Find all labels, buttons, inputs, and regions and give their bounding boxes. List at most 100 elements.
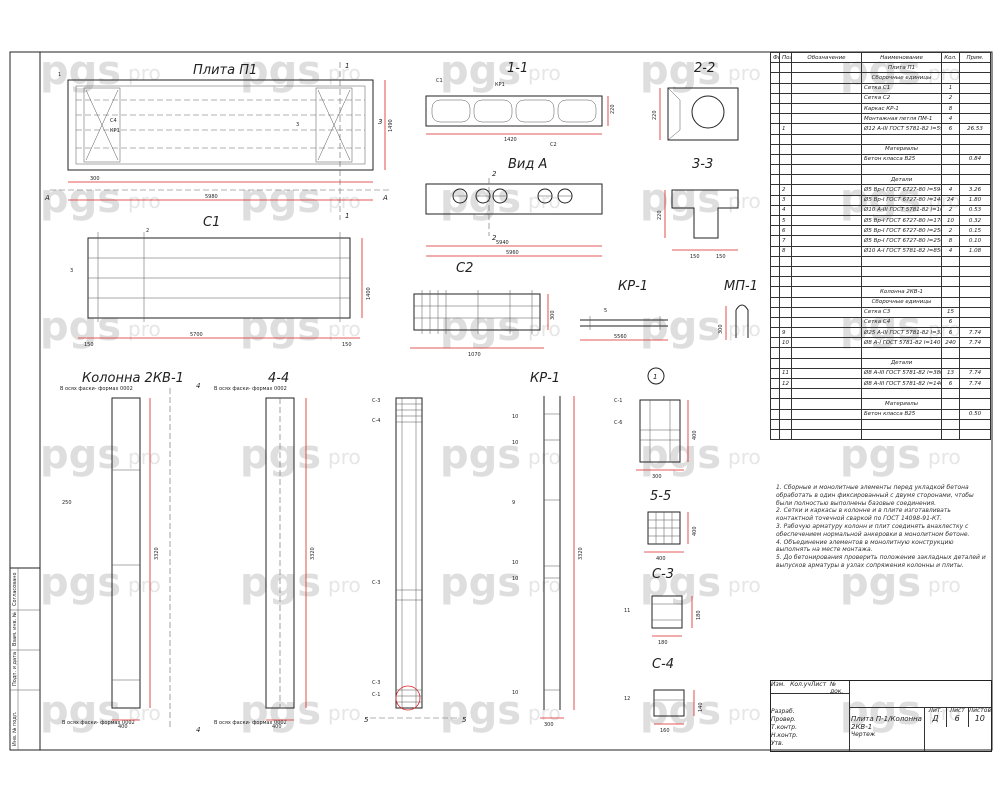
spec-cell-pos xyxy=(779,92,792,104)
spec-cell-pos xyxy=(779,102,792,115)
spec-cell-note xyxy=(959,316,991,329)
spec-cell-qty: 6 xyxy=(941,123,960,135)
spec-cell-qty: 8 xyxy=(941,235,960,247)
watermark-suffix: pro xyxy=(728,61,761,85)
spec-cell-name: Бетон класса B25 xyxy=(861,408,942,420)
spec-cell-designation xyxy=(791,408,862,420)
marker-a-left: А xyxy=(44,194,50,202)
watermark-suffix: pro xyxy=(528,189,561,213)
watermark-suffix: pro xyxy=(728,189,761,213)
spec-cell-designation xyxy=(791,306,862,318)
callout-c4-pos12: 12 xyxy=(624,696,630,702)
spec-cell-name: Каркас КР-1 xyxy=(861,102,942,115)
spec-cell-name: Ø5 Вр-I ГОСТ 6727-80 l=5940 xyxy=(861,184,942,196)
watermark-word: pgs xyxy=(40,432,121,478)
watermark-word: pgs xyxy=(640,688,721,734)
spec-cell-format xyxy=(770,377,780,390)
watermark-word: pgs xyxy=(840,560,921,606)
spec-cell-note xyxy=(959,306,991,318)
spec-cell-note xyxy=(959,174,991,186)
spec-cell-designation xyxy=(791,214,862,227)
watermark-suffix: pro xyxy=(728,317,761,341)
dim-viewa-inner: 5940 xyxy=(496,240,509,246)
spec-cell-name: Ø5 Вр-I ГОСТ 6727-80 l=170 xyxy=(861,214,942,227)
spec-cell-name xyxy=(861,133,942,145)
callout-emb-bottom: В осях фаски- формах 0002 xyxy=(62,720,135,726)
marker-1-bottom: 1 xyxy=(345,212,349,220)
spec-cell-pos: 7 xyxy=(779,235,792,247)
spec-cell-qty xyxy=(941,357,960,369)
spec-cell-pos xyxy=(779,347,792,359)
watermark-word: pgs xyxy=(440,560,521,606)
marker-2-top: 2 xyxy=(492,170,497,178)
spec-row: Материалы xyxy=(770,398,991,410)
spec-cell-designation xyxy=(791,357,862,369)
dim-kr1-height: 3320 xyxy=(578,547,584,560)
spec-cell-note: 1.80 xyxy=(959,194,991,206)
spec-cell-qty: 4 xyxy=(941,113,960,125)
dim-node-height: 400 xyxy=(692,430,698,440)
watermark-word: pgs xyxy=(640,176,721,222)
watermark-word: pgs xyxy=(640,304,721,350)
callout-pos10-e: 10 xyxy=(512,690,518,696)
view-mesh-c4: С-4 140 12 160 xyxy=(624,657,704,734)
spec-cell-name: Ø8 А-I ГОСТ 5781-82 l=140 xyxy=(861,337,942,349)
callout-c2: С2 xyxy=(550,142,557,148)
note-3: 3. Рабочую арматуру колонн и плит соедин… xyxy=(776,522,970,538)
spec-cell-pos: 10 xyxy=(779,337,792,349)
spec-cell-designation xyxy=(791,92,862,104)
watermark-suffix: pro xyxy=(128,61,161,85)
callout-pos6: 5 xyxy=(604,308,607,314)
spec-cell-note xyxy=(959,62,991,74)
spec-cell-note xyxy=(959,72,991,84)
drawing-frame xyxy=(39,51,993,751)
spec-cell-pos xyxy=(779,357,792,369)
spec-cell-pos xyxy=(779,286,792,298)
spec-cell-note xyxy=(959,143,991,155)
spec-cell-qty xyxy=(941,143,960,155)
spec-cell-name: Детали xyxy=(861,357,942,369)
watermark-suffix: pro xyxy=(928,701,961,725)
watermark-word: pgs xyxy=(440,432,521,478)
marker-4-top: 4 xyxy=(196,382,200,390)
spec-row: Колонна 2КВ-1 xyxy=(770,286,991,298)
spec-cell-pos: 4 xyxy=(779,204,792,217)
spec-cell-format xyxy=(770,418,780,430)
title-mesh-c3: С-3 xyxy=(652,567,674,582)
spec-cell-note xyxy=(959,418,991,430)
spec-cell-note xyxy=(959,113,991,125)
spec-cell-format xyxy=(770,276,780,288)
spec-cell-designation xyxy=(791,337,862,349)
dim-viewa-total: 5960 xyxy=(506,250,519,256)
title-mesh-c2: С2 xyxy=(456,261,473,276)
strip-label-1: Согласовано xyxy=(12,572,18,606)
spec-cell-name: Монтажная петля ПМ-1 xyxy=(861,113,942,125)
spec-row xyxy=(770,428,991,441)
strip-label-3: Подп. и дата xyxy=(12,652,18,686)
dim-c1-end-left: 150 xyxy=(84,342,94,348)
spec-cell-note: 7.74 xyxy=(959,327,991,339)
dim-sec22-height: 220 xyxy=(652,110,658,120)
spec-cell-note: 0.50 xyxy=(959,408,991,420)
spec-cell-note xyxy=(959,102,991,115)
spec-cell-format xyxy=(770,408,780,420)
kr1-rungs xyxy=(544,413,560,691)
stamp-col-0: Изм. xyxy=(771,681,786,688)
spec-cell-qty xyxy=(941,72,960,84)
watermark-word: pgs xyxy=(640,432,721,478)
stamp-subtitle: Чертеж xyxy=(851,731,876,738)
spec-cell-note xyxy=(959,133,991,145)
spec-cell-note: 0.10 xyxy=(959,235,991,247)
watermark-suffix: pro xyxy=(328,317,361,341)
title-kr1-top: КР-1 xyxy=(618,279,648,294)
callout-c3: С-3 xyxy=(372,398,380,404)
watermark-word: pgs xyxy=(240,48,321,94)
watermark-suffix: pro xyxy=(728,445,761,469)
view-plate-p1: Плита П1 1 1 А А С4 КР1 3 1 5980 300 149… xyxy=(44,62,394,220)
spec-cell-designation xyxy=(791,418,862,430)
spec-cell-format xyxy=(770,296,780,308)
spec-cell-format xyxy=(770,143,780,155)
